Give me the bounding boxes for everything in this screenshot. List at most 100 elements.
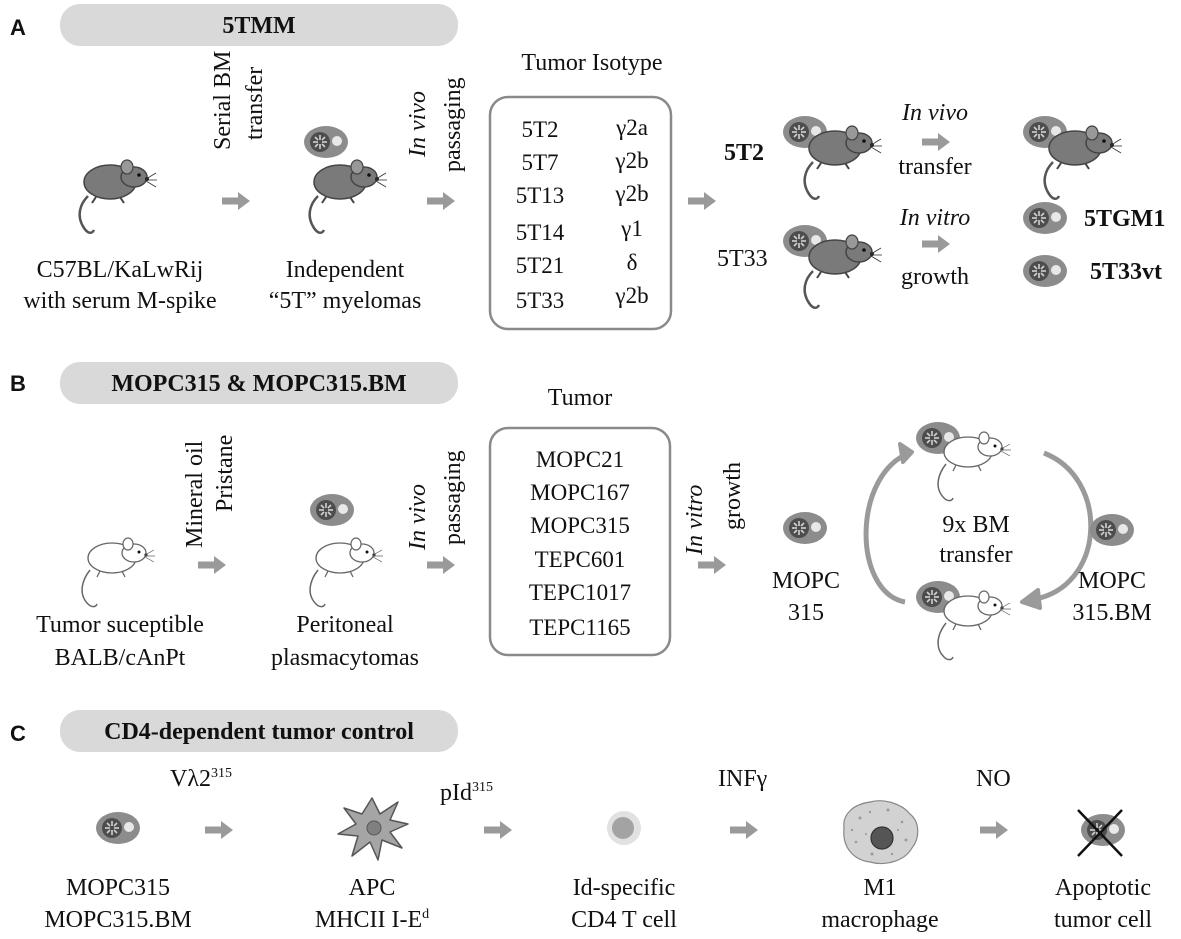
stage2-line2: MHCII I-Ed (315, 907, 429, 933)
mopc315-cell-icon (95, 811, 141, 845)
arrow-icon (922, 133, 950, 151)
tumor-name: 5T2 (521, 117, 558, 142)
panel-b: B MOPC315 & MOPC315.BM Tumor suceptible … (10, 362, 1152, 671)
myeloma-label-line1: Independent (286, 257, 405, 283)
stage1-line2: MOPC315.BM (44, 907, 191, 933)
mopc315-line1: MOPC (772, 568, 840, 594)
tumor-isotype: γ2b (614, 181, 648, 206)
arrow-icon (922, 235, 950, 253)
mopc315-cell-icon (782, 511, 828, 545)
step-b-in-vivo-line2: passaging (440, 450, 466, 545)
plasmacytoma-label-line1: Peritoneal (296, 612, 394, 638)
panel-b-banner (60, 362, 458, 404)
tumor-isotype: γ2a (615, 115, 648, 140)
tumor-mouse-icon (1043, 124, 1124, 201)
tumor-list-item: MOPC315 (530, 513, 630, 538)
arrow3-label: INFγ (718, 766, 768, 792)
tumor-isotype-box (488, 95, 673, 331)
tumor-list-item: MOPC21 (536, 447, 624, 472)
step-serial-bm-line1: Serial BM (210, 51, 236, 150)
myeloma-mouse-icon (308, 158, 389, 235)
5t33vt-cell-icon (1022, 254, 1068, 288)
myeloma-cell-icon (303, 125, 349, 159)
cell-line-5tgm1: 5TGM1 (1084, 206, 1165, 232)
mopc315bm-cell-icon (1089, 513, 1135, 547)
cycle-label-line2: transfer (939, 542, 1012, 568)
stage3-line1: Id-specific (573, 875, 676, 901)
cycle-label-line1: 9x BM (942, 512, 1009, 538)
tumor-isotype-table: 5T2 γ2a 5T7 γ2b 5T13 γ2b 5T14 γ1 5T21 δ … (516, 115, 649, 313)
step-mineral-oil-line1: Mineral oil (182, 440, 208, 548)
tumor-name: 5T33 (516, 288, 565, 313)
mouse-label-line2: with serum M-spike (23, 288, 216, 314)
step-mineral-oil-line2: Pristane (212, 435, 238, 512)
panel-a-letter: A (10, 15, 26, 40)
c57bl-mouse-icon (78, 158, 159, 235)
arrow-icon (222, 192, 250, 210)
stage4-line2: macrophage (821, 907, 938, 933)
tumor-mouse-icon (803, 233, 884, 310)
stage5-line2: tumor cell (1054, 907, 1152, 933)
cycle-mouse-icon (937, 431, 1012, 502)
cd4-t-cell-icon (607, 811, 641, 845)
arrow-icon (730, 821, 758, 839)
arrow-icon (980, 821, 1008, 839)
plasmacytoma-cell-icon (309, 493, 355, 527)
tumor-list-title: Tumor (548, 385, 612, 411)
arrow2-label: pId315 (440, 780, 493, 806)
tumor-list-box (488, 426, 672, 657)
arrow-icon (688, 192, 716, 210)
panel-a-banner (60, 4, 458, 46)
arrow-icon (427, 192, 455, 210)
in-vivo-transfer-line1: In vivo (901, 100, 968, 126)
stage5-line1: Apoptotic (1055, 875, 1151, 901)
tumor-list: MOPC21 MOPC167 MOPC315 TEPC601 TEPC1017 … (529, 447, 631, 640)
step-b-in-vitro-line2: growth (720, 462, 746, 530)
tumor-isotype: γ2b (614, 148, 648, 173)
tumor-name: 5T14 (516, 220, 565, 245)
stage2-line1: APC (349, 875, 396, 901)
arrow-icon (427, 556, 455, 574)
panel-c: C CD4-dependent tumor control MOPC315 MO… (10, 710, 1152, 933)
mopc315bm-line2: 315.BM (1072, 600, 1151, 626)
step-b-in-vivo-line1: In vivo (405, 484, 431, 551)
tumor-isotype: γ2b (614, 283, 648, 308)
balb-label-line2: BALB/cAnPt (55, 645, 186, 671)
in-vitro-growth-line1: In vitro (899, 205, 970, 231)
mopc315bm-line1: MOPC (1078, 568, 1146, 594)
stage1-line1: MOPC315 (66, 875, 170, 901)
plasmacytoma-label-line2: plasmacytomas (271, 645, 419, 671)
stage3-line2: CD4 T cell (571, 907, 677, 933)
arrow-icon (484, 821, 512, 839)
output-5t33-label: 5T33 (717, 246, 768, 272)
arrow-icon (205, 821, 233, 839)
tumor-isotype: δ (627, 250, 638, 275)
tumor-list-item: TEPC601 (535, 547, 626, 572)
stage4-line1: M1 (863, 875, 896, 901)
cycle-mouse-icon (937, 590, 1012, 661)
cross-icon (1077, 809, 1123, 857)
panel-b-letter: B (10, 371, 26, 396)
tumor-isotype: γ1 (620, 216, 643, 241)
panel-c-title: CD4-dependent tumor control (104, 719, 414, 745)
arrow4-label: NO (976, 766, 1011, 792)
tumor-isotype-title: Tumor Isotype (521, 50, 662, 76)
step-serial-bm-line2: transfer (242, 67, 268, 140)
mopc315-line2: 315 (788, 600, 824, 626)
panel-c-letter: C (10, 721, 26, 746)
tumor-name: 5T21 (516, 253, 565, 278)
mouse-label-line1: C57BL/KaLwRij (37, 257, 204, 283)
plasmacytoma-mouse-icon (309, 537, 384, 608)
balb-mouse-icon (81, 537, 156, 608)
5tgm1-cell-icon (1022, 201, 1068, 235)
output-5t2-label: 5T2 (724, 140, 764, 166)
step-b-in-vitro-line1: In vitro (682, 485, 708, 556)
panel-c-banner (60, 710, 458, 752)
panel-b-title: MOPC315 & MOPC315.BM (111, 371, 406, 397)
panel-a-title: 5TMM (222, 13, 295, 39)
step-in-vivo-line1: In vivo (405, 91, 431, 158)
apc-dendritic-cell-icon (337, 797, 409, 861)
tumor-name: 5T7 (521, 150, 558, 175)
tumor-list-item: TEPC1165 (529, 615, 630, 640)
